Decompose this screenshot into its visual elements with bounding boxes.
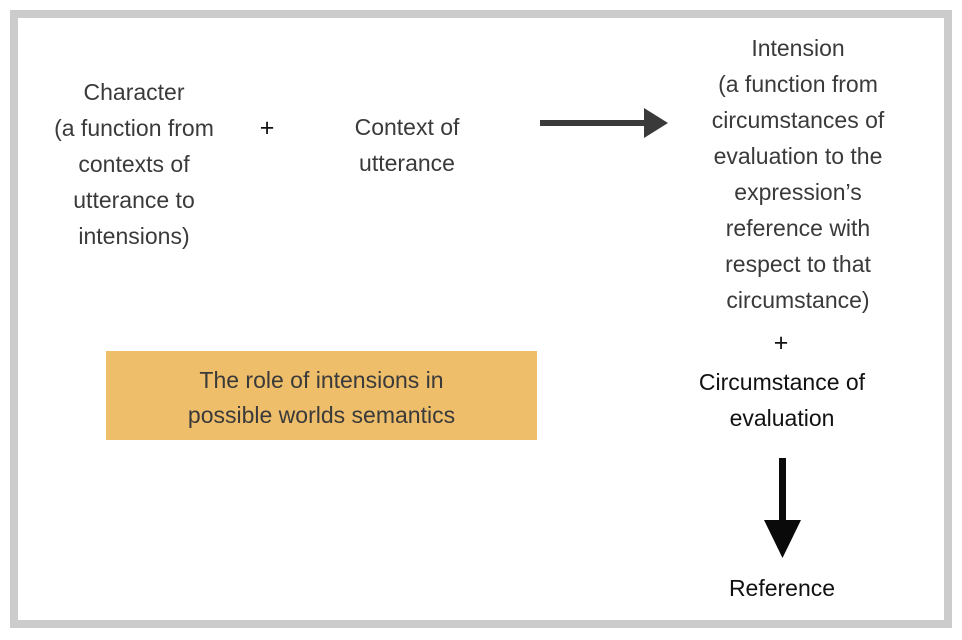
plus-operator-top: + (259, 114, 275, 142)
intension-node: Intension (a function from circumstances… (711, 35, 885, 313)
diagram-frame (10, 10, 952, 628)
reference-node: Reference (728, 575, 836, 601)
down-arrow-icon (764, 458, 801, 558)
character-node: Character (a function from contexts of u… (54, 79, 214, 249)
context-of-utterance-node: Context of utterance (354, 114, 460, 176)
plus-operator-bottom: + (773, 329, 789, 357)
highlight-text: The role of intensions in possible world… (187, 366, 456, 428)
right-arrow-icon (540, 108, 668, 138)
circumstance-of-evaluation-node: Circumstance of evaluation (698, 369, 866, 431)
highlight-box: The role of intensions in possible world… (106, 351, 537, 440)
